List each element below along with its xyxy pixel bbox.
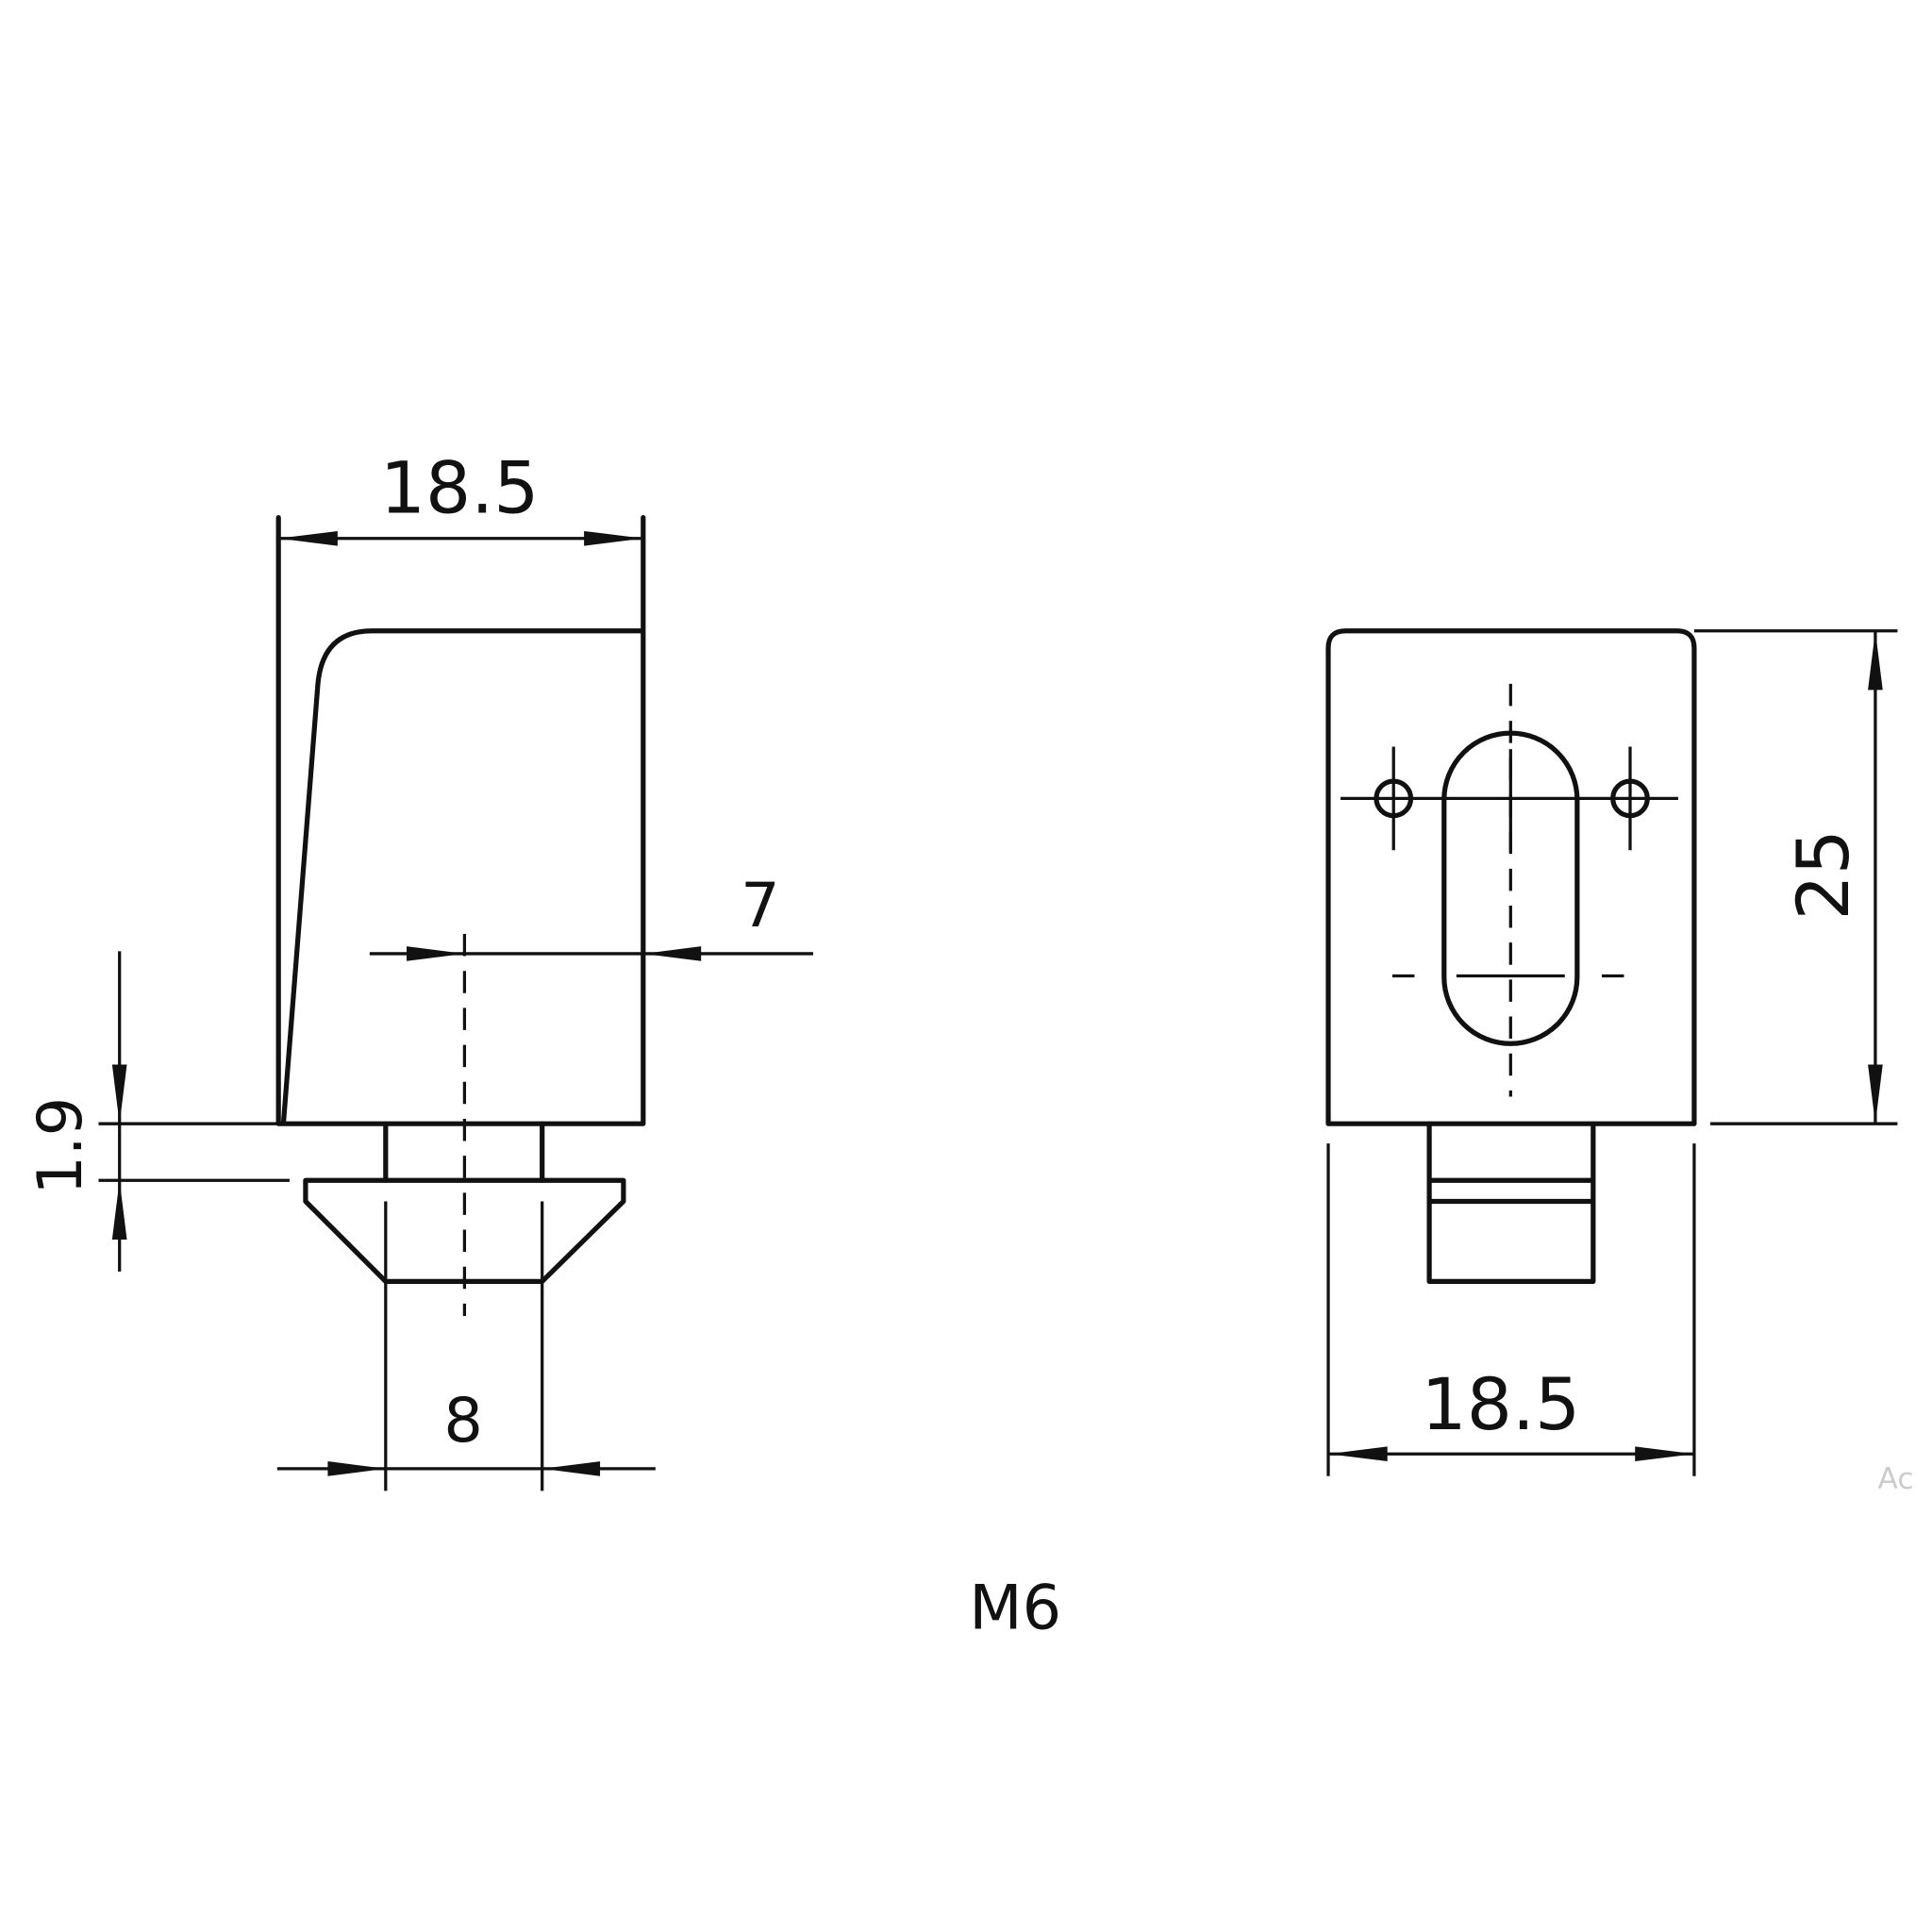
arrow-icon <box>327 1461 601 1476</box>
arrow-icon <box>1868 630 1883 1124</box>
side-offset-label: 7 <box>741 870 780 941</box>
front-body-outline <box>1325 628 1697 1126</box>
front-view: 25 18.5 <box>1325 628 1898 1476</box>
dim-height-lines <box>1693 629 1898 1125</box>
side-width-label: 18.5 <box>380 446 540 529</box>
side-body-outline <box>275 514 646 1126</box>
side-thickness-label: 1.9 <box>25 1097 96 1195</box>
watermark: Ac <box>1878 1462 1914 1496</box>
side-neck-lines <box>384 1201 544 1282</box>
arrow-icon <box>111 1064 127 1240</box>
side-view: 18.5 7 1.9 8 <box>25 446 814 1491</box>
side-neck <box>383 1121 545 1183</box>
front-tab <box>1426 1121 1596 1284</box>
side-neck-label: 8 <box>443 1385 483 1457</box>
front-height-label: 25 <box>1782 829 1865 920</box>
dim-front-width-lines <box>1326 1143 1696 1476</box>
front-width-label: 18.5 <box>1422 1363 1581 1446</box>
part-title: M6 <box>969 1573 1061 1644</box>
dim-thickness-lines <box>98 951 290 1272</box>
